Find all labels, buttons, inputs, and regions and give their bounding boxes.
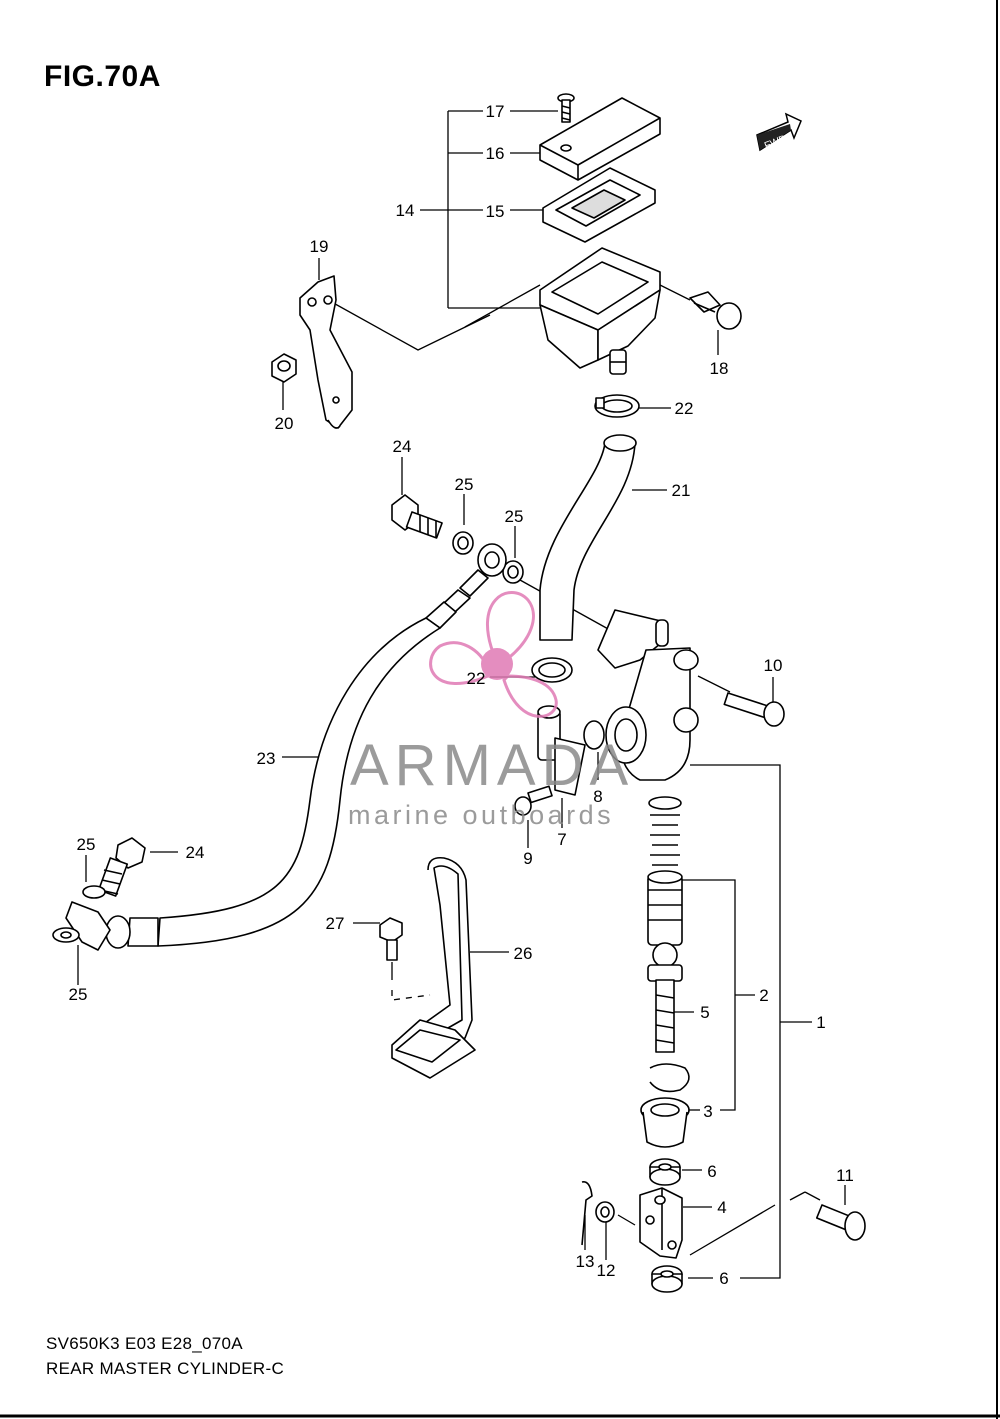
part-push-rod-5 <box>647 942 683 1053</box>
figure-name: REAR MASTER CYLINDER-C <box>46 1359 285 1378</box>
callout-19: 19 <box>310 237 329 256</box>
callout-4: 4 <box>717 1198 726 1217</box>
callout-25: 25 <box>77 835 96 854</box>
figure-code: SV650K3 E03 E28_070A <box>46 1334 243 1353</box>
callout-9: 9 <box>523 849 532 868</box>
fwd-arrow-icon: FWD <box>756 112 802 152</box>
part-banjo-bolt-24-top <box>391 494 443 539</box>
part-nut-6-top <box>649 1158 681 1186</box>
part-circlip <box>649 1063 690 1093</box>
callout-13: 13 <box>576 1252 595 1271</box>
part-spring <box>648 796 682 866</box>
callout-18: 18 <box>710 359 729 378</box>
callout-7: 7 <box>557 830 566 849</box>
part-master-cylinder-1 <box>597 609 699 781</box>
part-bolt-27 <box>379 917 403 961</box>
watermark-propeller-icon <box>429 591 558 718</box>
callout-6: 6 <box>719 1269 728 1288</box>
part-reservoir-cap-16 <box>539 97 661 181</box>
callout-21: 21 <box>672 481 691 500</box>
callout-17: 17 <box>486 102 505 121</box>
part-bolt-10 <box>723 692 785 727</box>
part-cotter-pin-13 <box>581 1180 593 1246</box>
callout-3: 3 <box>703 1102 712 1121</box>
part-reservoir-14 <box>539 247 661 375</box>
callout-5: 5 <box>700 1003 709 1022</box>
callout-24: 24 <box>393 437 412 456</box>
callout-20: 20 <box>275 414 294 433</box>
part-guard-26 <box>391 856 476 1079</box>
callout-2: 2 <box>759 986 768 1005</box>
callout-11: 11 <box>836 1166 854 1185</box>
callout-12: 12 <box>597 1261 616 1280</box>
callout-25: 25 <box>505 507 524 526</box>
part-screw-17 <box>557 93 575 123</box>
callout-22: 22 <box>675 399 694 418</box>
callout-14: 14 <box>396 201 415 220</box>
callout-24: 24 <box>186 843 205 862</box>
figure-title: FIG.70A <box>44 60 161 93</box>
watermark-brand: ARMADA <box>350 733 635 798</box>
callout-26: 26 <box>514 944 533 963</box>
part-piston-2 <box>647 870 683 946</box>
callout-10: 10 <box>764 656 783 675</box>
callout-23: 23 <box>257 749 276 768</box>
part-bracket-19 <box>299 275 353 429</box>
part-brake-hose-23 <box>65 543 507 951</box>
part-banjo-bolt-24-bottom <box>97 837 146 897</box>
callout-27: 27 <box>326 914 345 933</box>
part-washer-25-c <box>82 885 106 899</box>
callout-25: 25 <box>455 475 474 494</box>
part-clevis-4 <box>639 1187 683 1259</box>
part-screw-9 <box>514 785 553 816</box>
part-bolt-18 <box>689 291 742 330</box>
callout-25: 25 <box>69 985 88 1004</box>
parts <box>52 93 866 1293</box>
part-clamp-22-mid <box>531 657 573 683</box>
part-clamp-22-top <box>594 394 640 418</box>
callout-15: 15 <box>486 202 505 221</box>
callout-1: 1 <box>816 1013 825 1032</box>
part-fitting-7 <box>537 705 586 796</box>
watermark-subtitle: marine outboards <box>348 800 615 830</box>
callout-6: 6 <box>707 1162 716 1181</box>
part-boot-3 <box>640 1097 690 1148</box>
part-hose-21 <box>539 442 636 641</box>
callout-22: 22 <box>467 669 486 688</box>
callout-16: 16 <box>486 144 505 163</box>
part-nut-6-bottom <box>651 1265 683 1293</box>
part-pin-11 <box>815 1204 866 1241</box>
part-o-ring-8 <box>583 720 605 750</box>
part-nut-20 <box>271 353 297 383</box>
leader-lines <box>77 110 846 1279</box>
callout-8: 8 <box>593 787 602 806</box>
